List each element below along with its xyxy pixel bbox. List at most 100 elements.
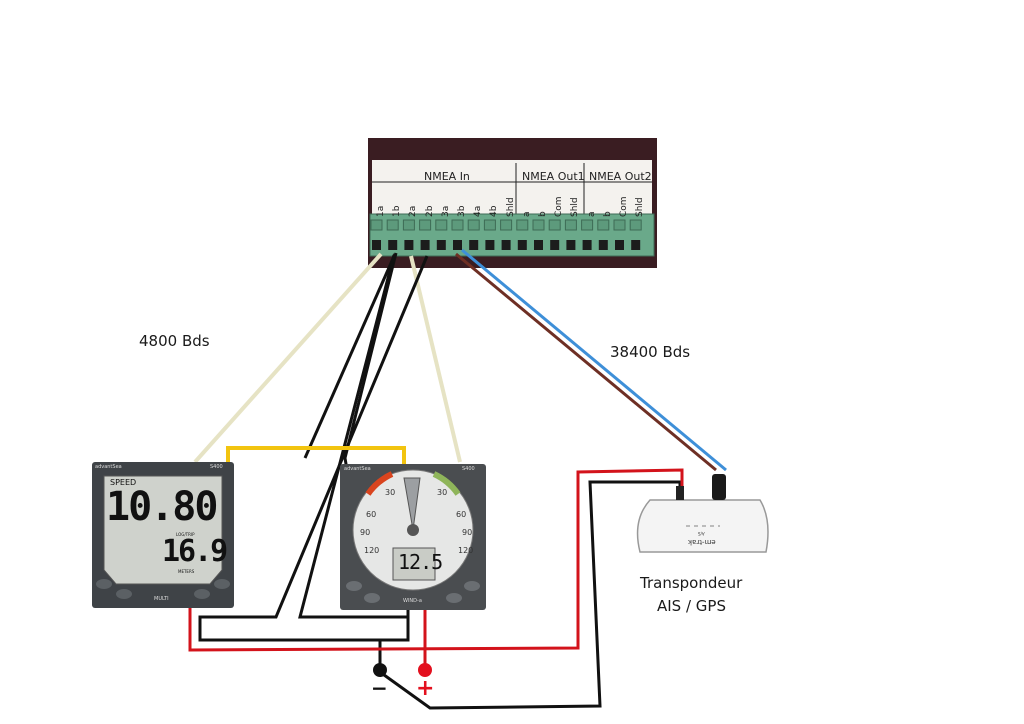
terminal-pin-holes [370,219,642,250]
speed-signal-wire [193,252,383,464]
terminal-hole [582,240,592,250]
terminal-pin-label: 1b [392,205,403,217]
terminal-screw [500,219,513,231]
transponder-label-line1: Transpondeur [640,574,743,592]
terminal-pin-label: a [586,211,597,217]
wind-value: 12.5 [398,550,443,574]
baud-4800-label: 4800 Bds [139,332,210,350]
wind-signal-wire [409,255,462,463]
wind-instrument [340,464,486,610]
terminal-pin-label: Com [554,196,565,217]
wind-needle [403,477,421,531]
terminal-screw [467,219,480,231]
terminal-screw [516,219,529,231]
ground-loop-wire [198,255,429,642]
terminal-hole [469,240,479,250]
terminal-hole [615,240,624,250]
terminal-screw [564,219,577,231]
multi-mode: SPEED [110,478,137,487]
wind-tick-label: 30 [437,488,448,497]
wind-tick-label: 120 [458,546,474,555]
wind-tick-label: 90 [360,528,371,537]
terminal-screw [548,219,561,231]
terminal-pin-label: Shld [570,197,581,217]
terminal-hole [501,240,511,250]
terminal-screw [386,219,399,231]
terminal-pin-label: a [521,211,532,217]
baud-38400-label: 38400 Bds [610,343,691,361]
terminal-screw [532,219,545,231]
terminal-pin-label: b [602,211,613,217]
nmea-out1-header: NMEA Out1 [522,170,585,183]
positive-symbol: + [416,676,435,701]
wind-model: S400 [462,466,475,472]
brown-data-wire [455,252,717,472]
terminal-pin-label: 2b [424,205,435,217]
terminal-hole [420,240,430,250]
transponder-label-line2: AIS / GPS [657,597,726,615]
terminal-pin-label: 2a [408,205,419,217]
multi-name: MULTI [154,596,169,602]
terminal-pin-label: 3b [457,205,467,217]
transponder-brand: em-trak [688,538,716,546]
terminal-hole [598,240,608,250]
positive-terminal [418,663,432,677]
terminal-pin-label: 3a [440,205,451,217]
wind-tick-label: 60 [366,510,377,519]
terminal-screw [402,219,415,231]
terminal-hole [404,240,414,250]
terminal-screw [435,219,448,231]
terminal-hole [631,240,641,250]
terminal-hole [485,240,495,250]
terminal-hole [534,240,543,250]
multi-instrument [92,462,234,608]
terminal-hole [517,240,527,250]
terminal-screw [370,219,383,231]
terminal-screw [451,219,464,231]
wind-tick-label: 120 [364,546,380,555]
multi-sub-value: 16.9 [162,534,228,569]
wind-brand: advantSea [344,466,371,472]
multi-sub-label-bottom: METERS [178,569,195,574]
positive-wire [188,468,684,652]
terminal-pin-label: 4b [489,205,500,217]
terminal-pin-label: 1a [376,205,386,217]
terminal-screw [483,219,496,231]
terminal-screw [419,219,432,231]
multi-model: S400 [210,464,223,470]
terminal-screw [629,219,642,231]
terminal-pin-label: b [538,211,548,217]
terminal-pin-label: Shld [505,197,516,217]
blue-data-wire [461,248,727,472]
terminal-hole [550,240,560,250]
nmea-out2-header: NMEA Out2 [589,170,652,183]
terminal-hole [453,240,462,250]
negative-terminal [373,663,387,677]
wind-tick-label: 30 [385,488,396,497]
terminal-pin-label: Shld [635,197,646,217]
wind-tick-label: 60 [456,510,467,519]
terminal-screw [581,219,594,231]
multi-sub-label-top: LOG/TRIP [176,532,195,537]
transponder-sub: A/S [698,531,705,536]
terminal-screw [613,219,626,231]
multi-brand: advantSea [95,464,122,470]
terminal-hole [436,240,446,250]
wind-name: WIND-a [403,598,422,604]
terminal-hole [388,240,398,250]
transponder-ground-wire [379,480,682,710]
terminal-screw [597,219,610,231]
yellow-link-wire [226,446,406,468]
nmea-terminal-block [368,138,657,268]
terminal-hole [372,240,381,250]
wind-tick-label: 90 [462,528,473,537]
negative-symbol: − [371,676,388,700]
terminal-hole [566,240,576,250]
nmea-in-header: NMEA In [424,170,470,183]
terminal-pin-label: Com [619,196,629,217]
multi-main-value: 10.80 [106,484,218,530]
ais-transponder [636,474,769,553]
terminal-pin-label: 4a [473,205,484,217]
